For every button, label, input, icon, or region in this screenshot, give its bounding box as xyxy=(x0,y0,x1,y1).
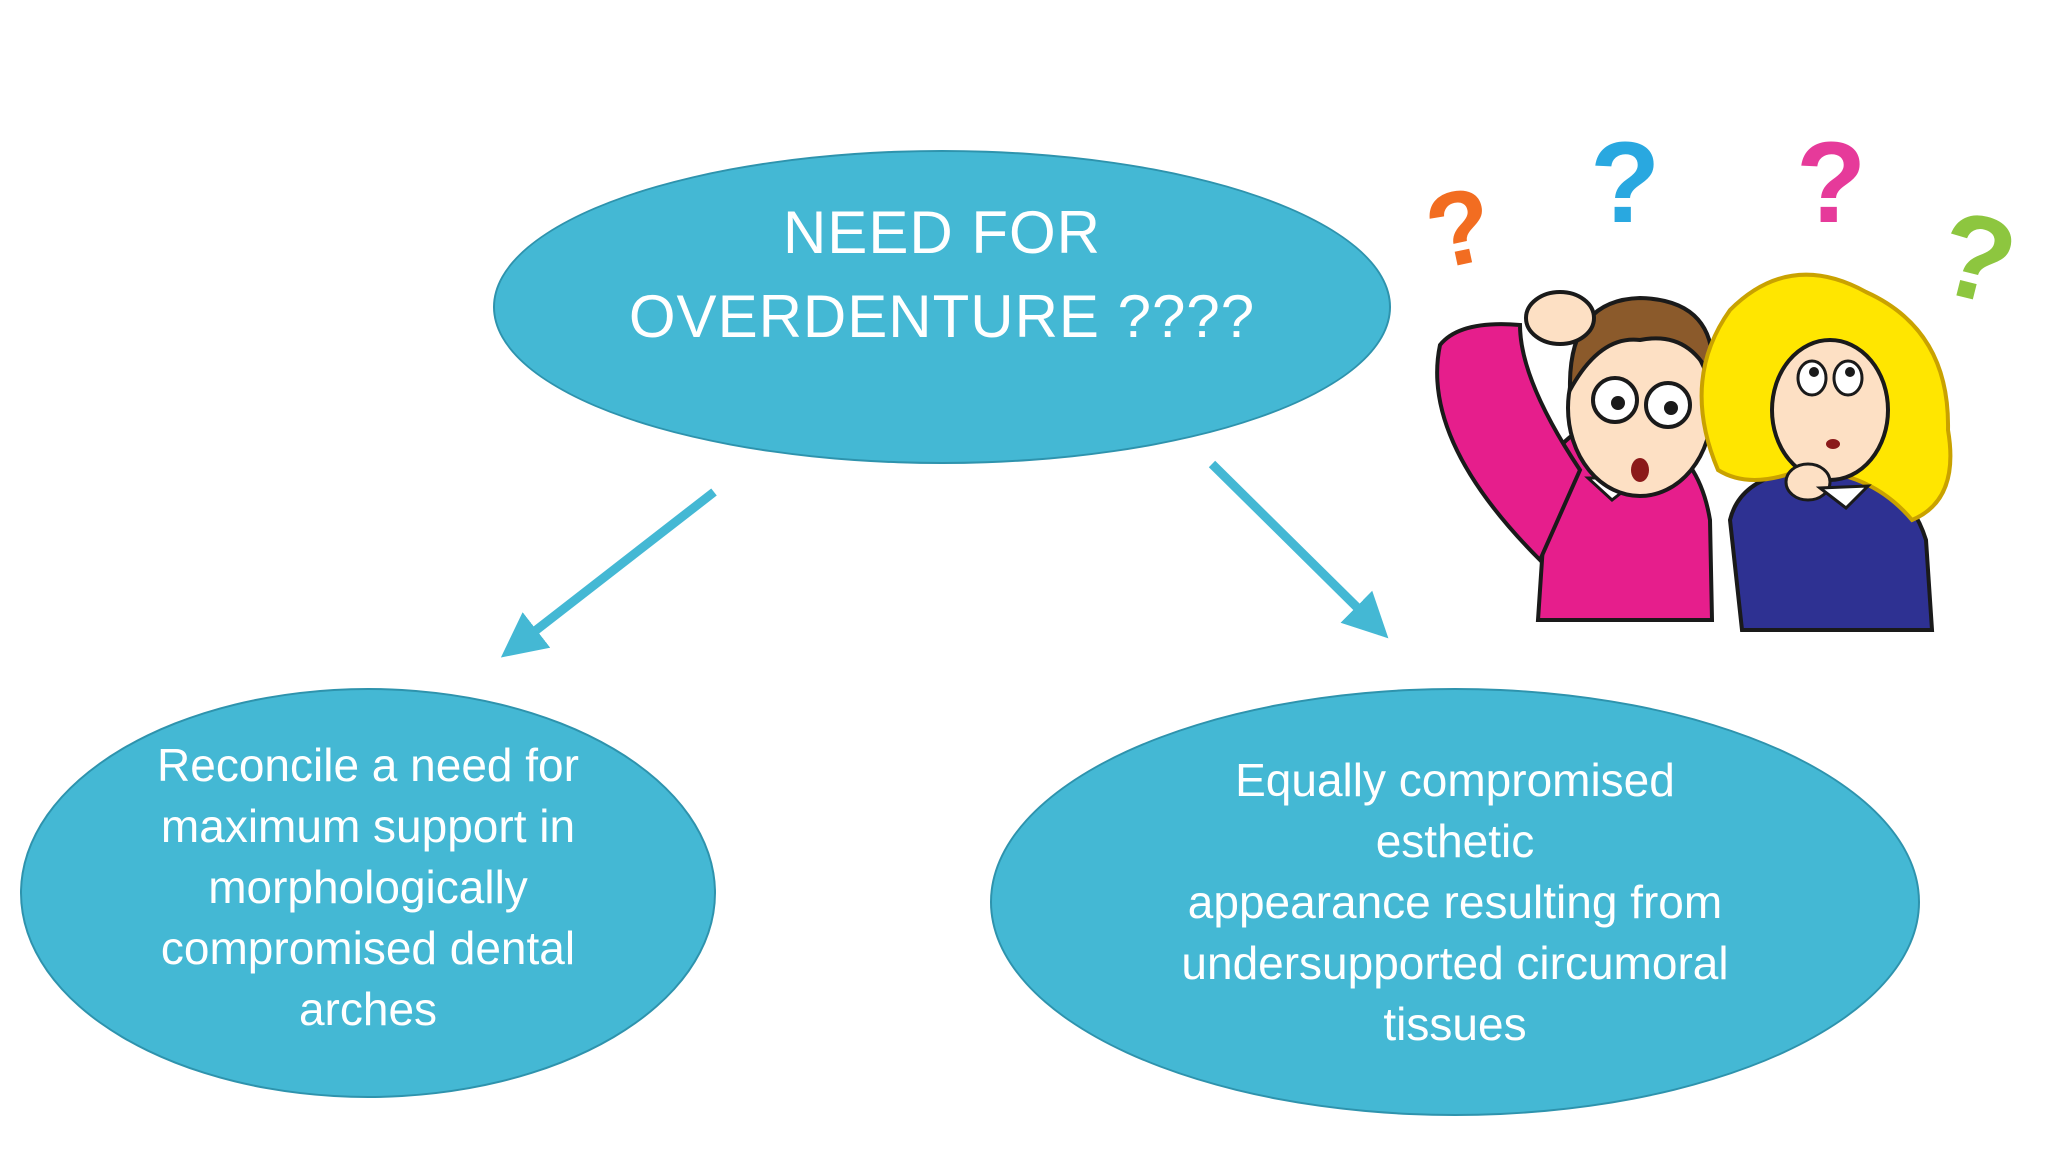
question-mark-green-icon: ? xyxy=(1925,184,2029,332)
left-arrow xyxy=(500,488,717,658)
confused-people-icon: ? ? ? ? xyxy=(1416,119,2029,632)
question-mark-pink-icon: ? xyxy=(1796,119,1866,247)
left-outcome-ellipse: Reconcile a need for maximum support in … xyxy=(20,688,716,1098)
title-ellipse: NEED FOR OVERDENTURE ???? xyxy=(493,150,1391,464)
right-outcome-ellipse: Equally compromised esthetic appearance … xyxy=(990,688,1920,1116)
left-outcome-text: Reconcile a need for maximum support in … xyxy=(157,738,579,1035)
right-arrow xyxy=(1208,460,1389,639)
right-outcome-text: Equally compromised esthetic appearance … xyxy=(1181,753,1729,1050)
slide-title: NEED FOR OVERDENTURE ???? xyxy=(628,199,1256,350)
question-mark-orange-icon: ? xyxy=(1416,165,1503,293)
question-mark-blue-icon: ? xyxy=(1590,119,1660,247)
